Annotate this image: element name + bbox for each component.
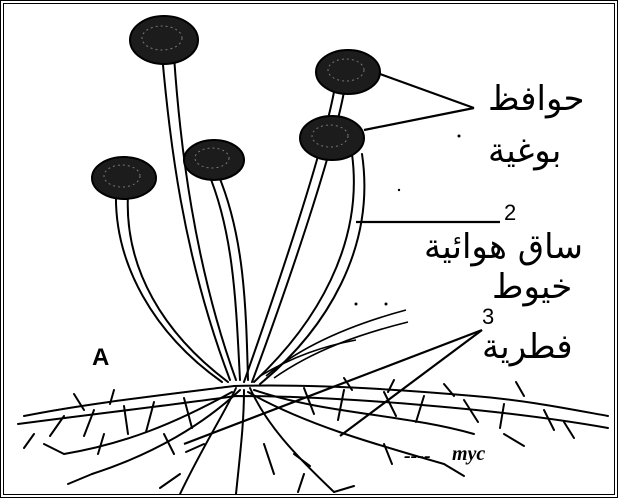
leader-line [364,108,474,130]
label-sporangia-line1: حوافظ [488,82,585,116]
stalk [128,194,228,382]
sporangium [130,16,198,64]
number-3: 3 [482,306,494,328]
stalk [260,154,364,384]
label-hyphae-line1: خيوط [492,270,572,304]
label-hyphae-line2: فطرية [482,330,573,364]
specks [355,135,461,306]
label-sporangiophore: ساق هوائية [424,230,583,264]
sporangium [92,157,156,199]
stalk [116,192,222,382]
sporangia [92,16,380,199]
sporangium [300,116,364,160]
sporangium [316,50,380,94]
stalk [208,172,240,380]
stalk [254,154,354,382]
label-sporangia-line2: بوغية [488,134,561,168]
sporangium [184,140,244,180]
sporangiophores [116,54,364,384]
leader-line [380,74,474,108]
label-myc: myc [452,444,485,464]
panel-letter: A [92,346,109,370]
myc-dashes: ---- [404,446,431,466]
number-2: 2 [504,202,516,224]
